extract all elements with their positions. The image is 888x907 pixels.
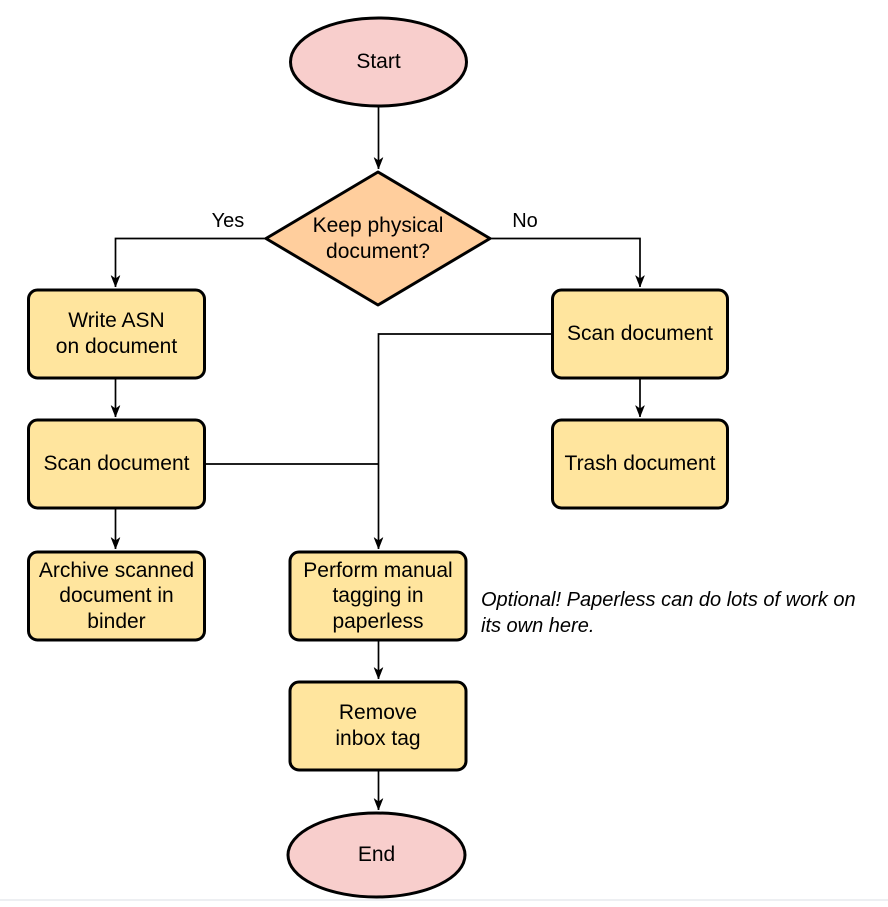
remove-inbox-node-shape <box>288 680 468 772</box>
connector-decision-no <box>490 237 640 288</box>
end-node-shape <box>286 811 467 899</box>
start-node-shape <box>289 16 468 108</box>
connector-scanright-to-tagging <box>379 333 553 549</box>
scan-left-node-shape <box>27 418 206 510</box>
decision-node-shape <box>264 170 492 307</box>
trash-node-shape <box>551 418 729 510</box>
page-bottom-edge <box>0 899 888 901</box>
write-asn-node-shape <box>27 288 206 380</box>
connector-decision-yes <box>116 237 266 288</box>
tagging-node-shape <box>288 550 468 642</box>
archive-node-shape <box>27 550 206 642</box>
scan-right-node-shape <box>551 288 729 380</box>
